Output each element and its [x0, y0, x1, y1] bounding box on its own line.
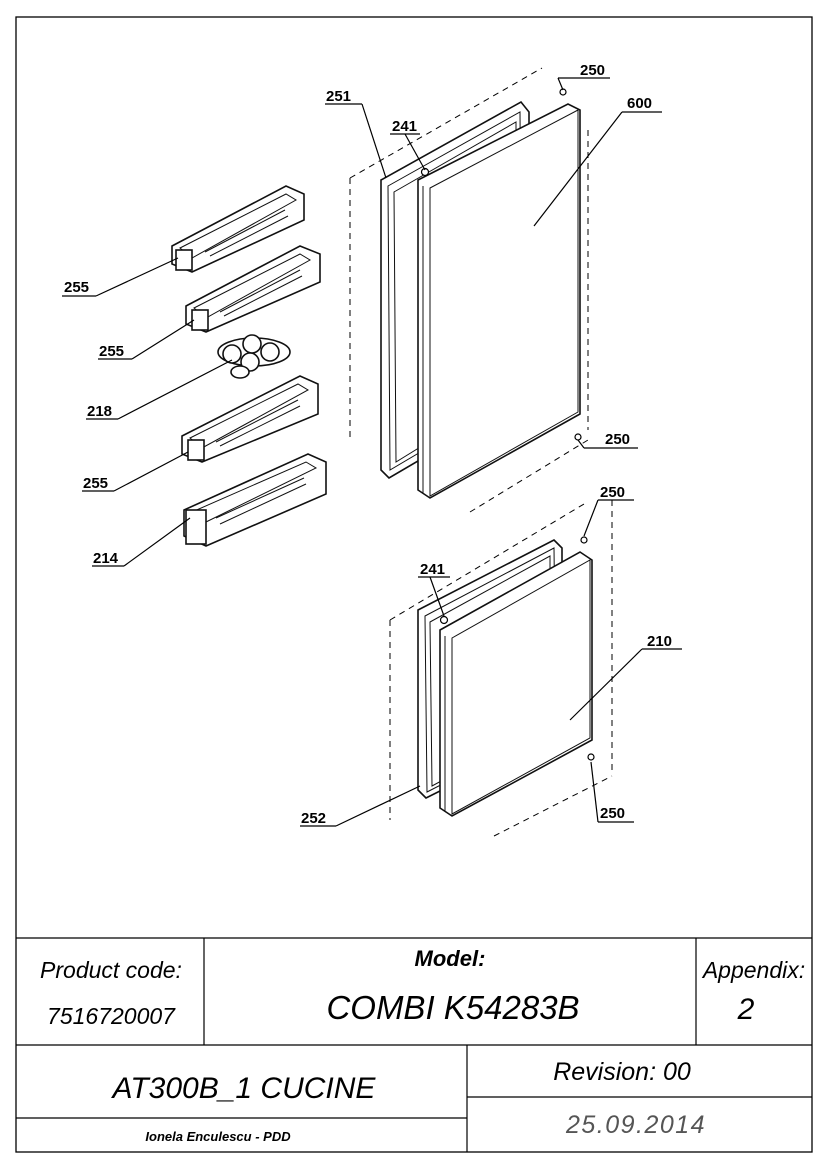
appendix-label: Appendix:	[701, 957, 805, 983]
door-panel-600	[417, 88, 582, 499]
callout-241-upper: 241	[392, 118, 417, 135]
door-shelf-255-top	[171, 185, 305, 273]
hinge-pin-241-lower	[439, 615, 449, 625]
callout-250-lower-bottom: 250	[600, 805, 625, 822]
callout-250-lower-top: 250	[600, 484, 625, 501]
callout-218: 218	[87, 403, 112, 420]
door-panel-210	[439, 536, 595, 817]
egg-tray-218	[217, 334, 291, 379]
callout-241-lower: 241	[420, 561, 445, 578]
leader-lines	[62, 77, 682, 827]
model-label: Model:	[415, 946, 486, 971]
lower-door-assembly	[389, 500, 613, 837]
callout-255-top: 255	[64, 279, 89, 296]
bottle-shelf-214	[183, 453, 327, 547]
callout-210: 210	[647, 633, 672, 650]
model-value: COMBI K54283B	[326, 989, 579, 1026]
door-shelf-255-middle	[185, 245, 321, 333]
sheet-border	[15, 16, 813, 1153]
door-shelf-255-lower	[181, 375, 319, 463]
callout-600: 600	[627, 95, 652, 112]
title-block: Product code: 7516720007 Model: COMBI K5…	[16, 937, 812, 1152]
hinge-bush-250-bottom	[574, 433, 582, 441]
hinge-pin-241-upper	[420, 167, 430, 177]
callout-250-top: 250	[580, 62, 605, 79]
callout-251: 251	[326, 88, 351, 105]
hinge-bush-250-lower-bottom	[587, 753, 595, 761]
product-code-value: 7516720007	[47, 1003, 176, 1029]
author: Ionela Enculescu - PDD	[145, 1129, 291, 1144]
date: 25.09.2014	[565, 1111, 706, 1139]
hinge-bush-250-lower-top	[580, 536, 588, 544]
appendix-value: 2	[737, 993, 755, 1026]
revision: Revision: 00	[553, 1058, 691, 1086]
drawing-name: AT300B_1 CUCINE	[111, 1072, 377, 1105]
callout-252: 252	[301, 810, 326, 827]
callout-255-middle: 255	[99, 343, 124, 360]
callout-250-upper-bottom: 250	[605, 431, 630, 448]
product-code-label: Product code:	[40, 957, 182, 983]
callout-214: 214	[93, 550, 119, 567]
upper-door-assembly	[349, 67, 589, 513]
callout-255-lower: 255	[83, 475, 108, 492]
